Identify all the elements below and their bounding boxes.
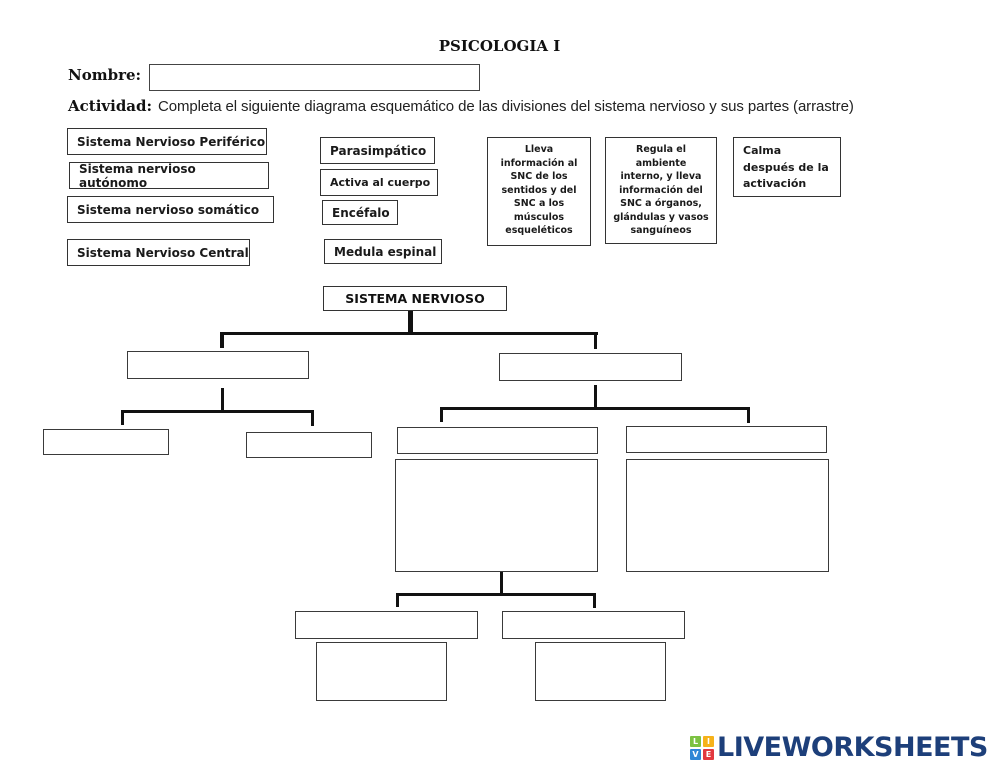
- activity-instructions: Actividad: Completa el siguiente diagram…: [68, 97, 854, 115]
- diagram-root-sistema-nervioso: SISTEMA NERVIOSO: [323, 286, 507, 311]
- connector-bottom-stem: [500, 572, 503, 595]
- drop-zone-level2-left-a[interactable]: [43, 429, 169, 455]
- drag-card-medula[interactable]: Medula espinal: [324, 239, 442, 264]
- drop-zone-level2-left-b[interactable]: [246, 432, 372, 458]
- connector-root-bar: [220, 332, 598, 335]
- drag-card-snc[interactable]: Sistema Nervioso Central: [67, 239, 250, 266]
- drag-card-activa[interactable]: Activa al cuerpo: [320, 169, 438, 196]
- connector-root-stem: [408, 311, 413, 334]
- drag-card-sns[interactable]: Sistema nervioso somático: [67, 196, 274, 223]
- logo-tile: E: [703, 749, 714, 760]
- connector-left-drop-a: [121, 410, 124, 425]
- drop-zone-level3-b-desc[interactable]: [535, 642, 666, 701]
- logo-tiles-icon: L I V E: [690, 736, 714, 760]
- connector-right-drop-b: [747, 407, 750, 423]
- connector-right-drop-a: [440, 407, 443, 422]
- drag-card-encefalo[interactable]: Encéfalo: [322, 200, 398, 225]
- logo-tile: L: [690, 736, 701, 747]
- name-input[interactable]: [149, 64, 480, 91]
- drag-card-sna[interactable]: Sistema nervioso autónomo: [69, 162, 269, 190]
- drag-card-lleva[interactable]: Lleva información al SNC de los sentidos…: [487, 137, 591, 246]
- name-label: Nombre:: [68, 66, 142, 84]
- drop-zone-level3-b[interactable]: [502, 611, 685, 639]
- liveworksheets-logo: L I V E LIVEWORKSHEETS: [690, 733, 988, 763]
- drag-card-calma[interactable]: Calma después de la activación: [733, 137, 841, 197]
- activity-label: Actividad:: [68, 97, 153, 115]
- connector-bottom-drop-a: [396, 593, 399, 607]
- connector-left-stem: [221, 388, 224, 412]
- page-title: PSICOLOGIA I: [438, 37, 561, 55]
- drop-zone-level3-a-desc[interactable]: [316, 642, 447, 701]
- drop-zone-level2-right-b-desc[interactable]: [626, 459, 829, 572]
- drop-zone-level3-a[interactable]: [295, 611, 478, 639]
- logo-text: LIVEWORKSHEETS: [717, 732, 988, 763]
- connector-root-drop-right: [594, 332, 597, 349]
- drop-zone-level2-right-b[interactable]: [626, 426, 827, 453]
- drop-zone-level2-right-a-desc[interactable]: [395, 459, 598, 572]
- connector-left-drop-b: [311, 410, 314, 426]
- drag-card-snp[interactable]: Sistema Nervioso Periférico: [67, 128, 267, 155]
- drag-card-parasimpatico[interactable]: Parasimpático: [320, 137, 435, 164]
- logo-tile: V: [690, 749, 701, 760]
- drop-zone-level2-right-a[interactable]: [397, 427, 598, 454]
- connector-bottom-bar: [396, 593, 596, 596]
- connector-right-stem: [594, 385, 597, 409]
- activity-text: Completa el siguiente diagrama esquemáti…: [158, 98, 854, 115]
- drop-zone-level1-left[interactable]: [127, 351, 309, 379]
- connector-bottom-drop-b: [593, 593, 596, 608]
- connector-root-drop-left: [220, 332, 224, 348]
- connector-left-bar: [121, 410, 314, 413]
- drop-zone-level1-right[interactable]: [499, 353, 682, 381]
- connector-right-bar: [440, 407, 750, 410]
- drag-card-regula[interactable]: Regula el ambiente interno, y lleva info…: [605, 137, 717, 244]
- logo-tile: I: [703, 736, 714, 747]
